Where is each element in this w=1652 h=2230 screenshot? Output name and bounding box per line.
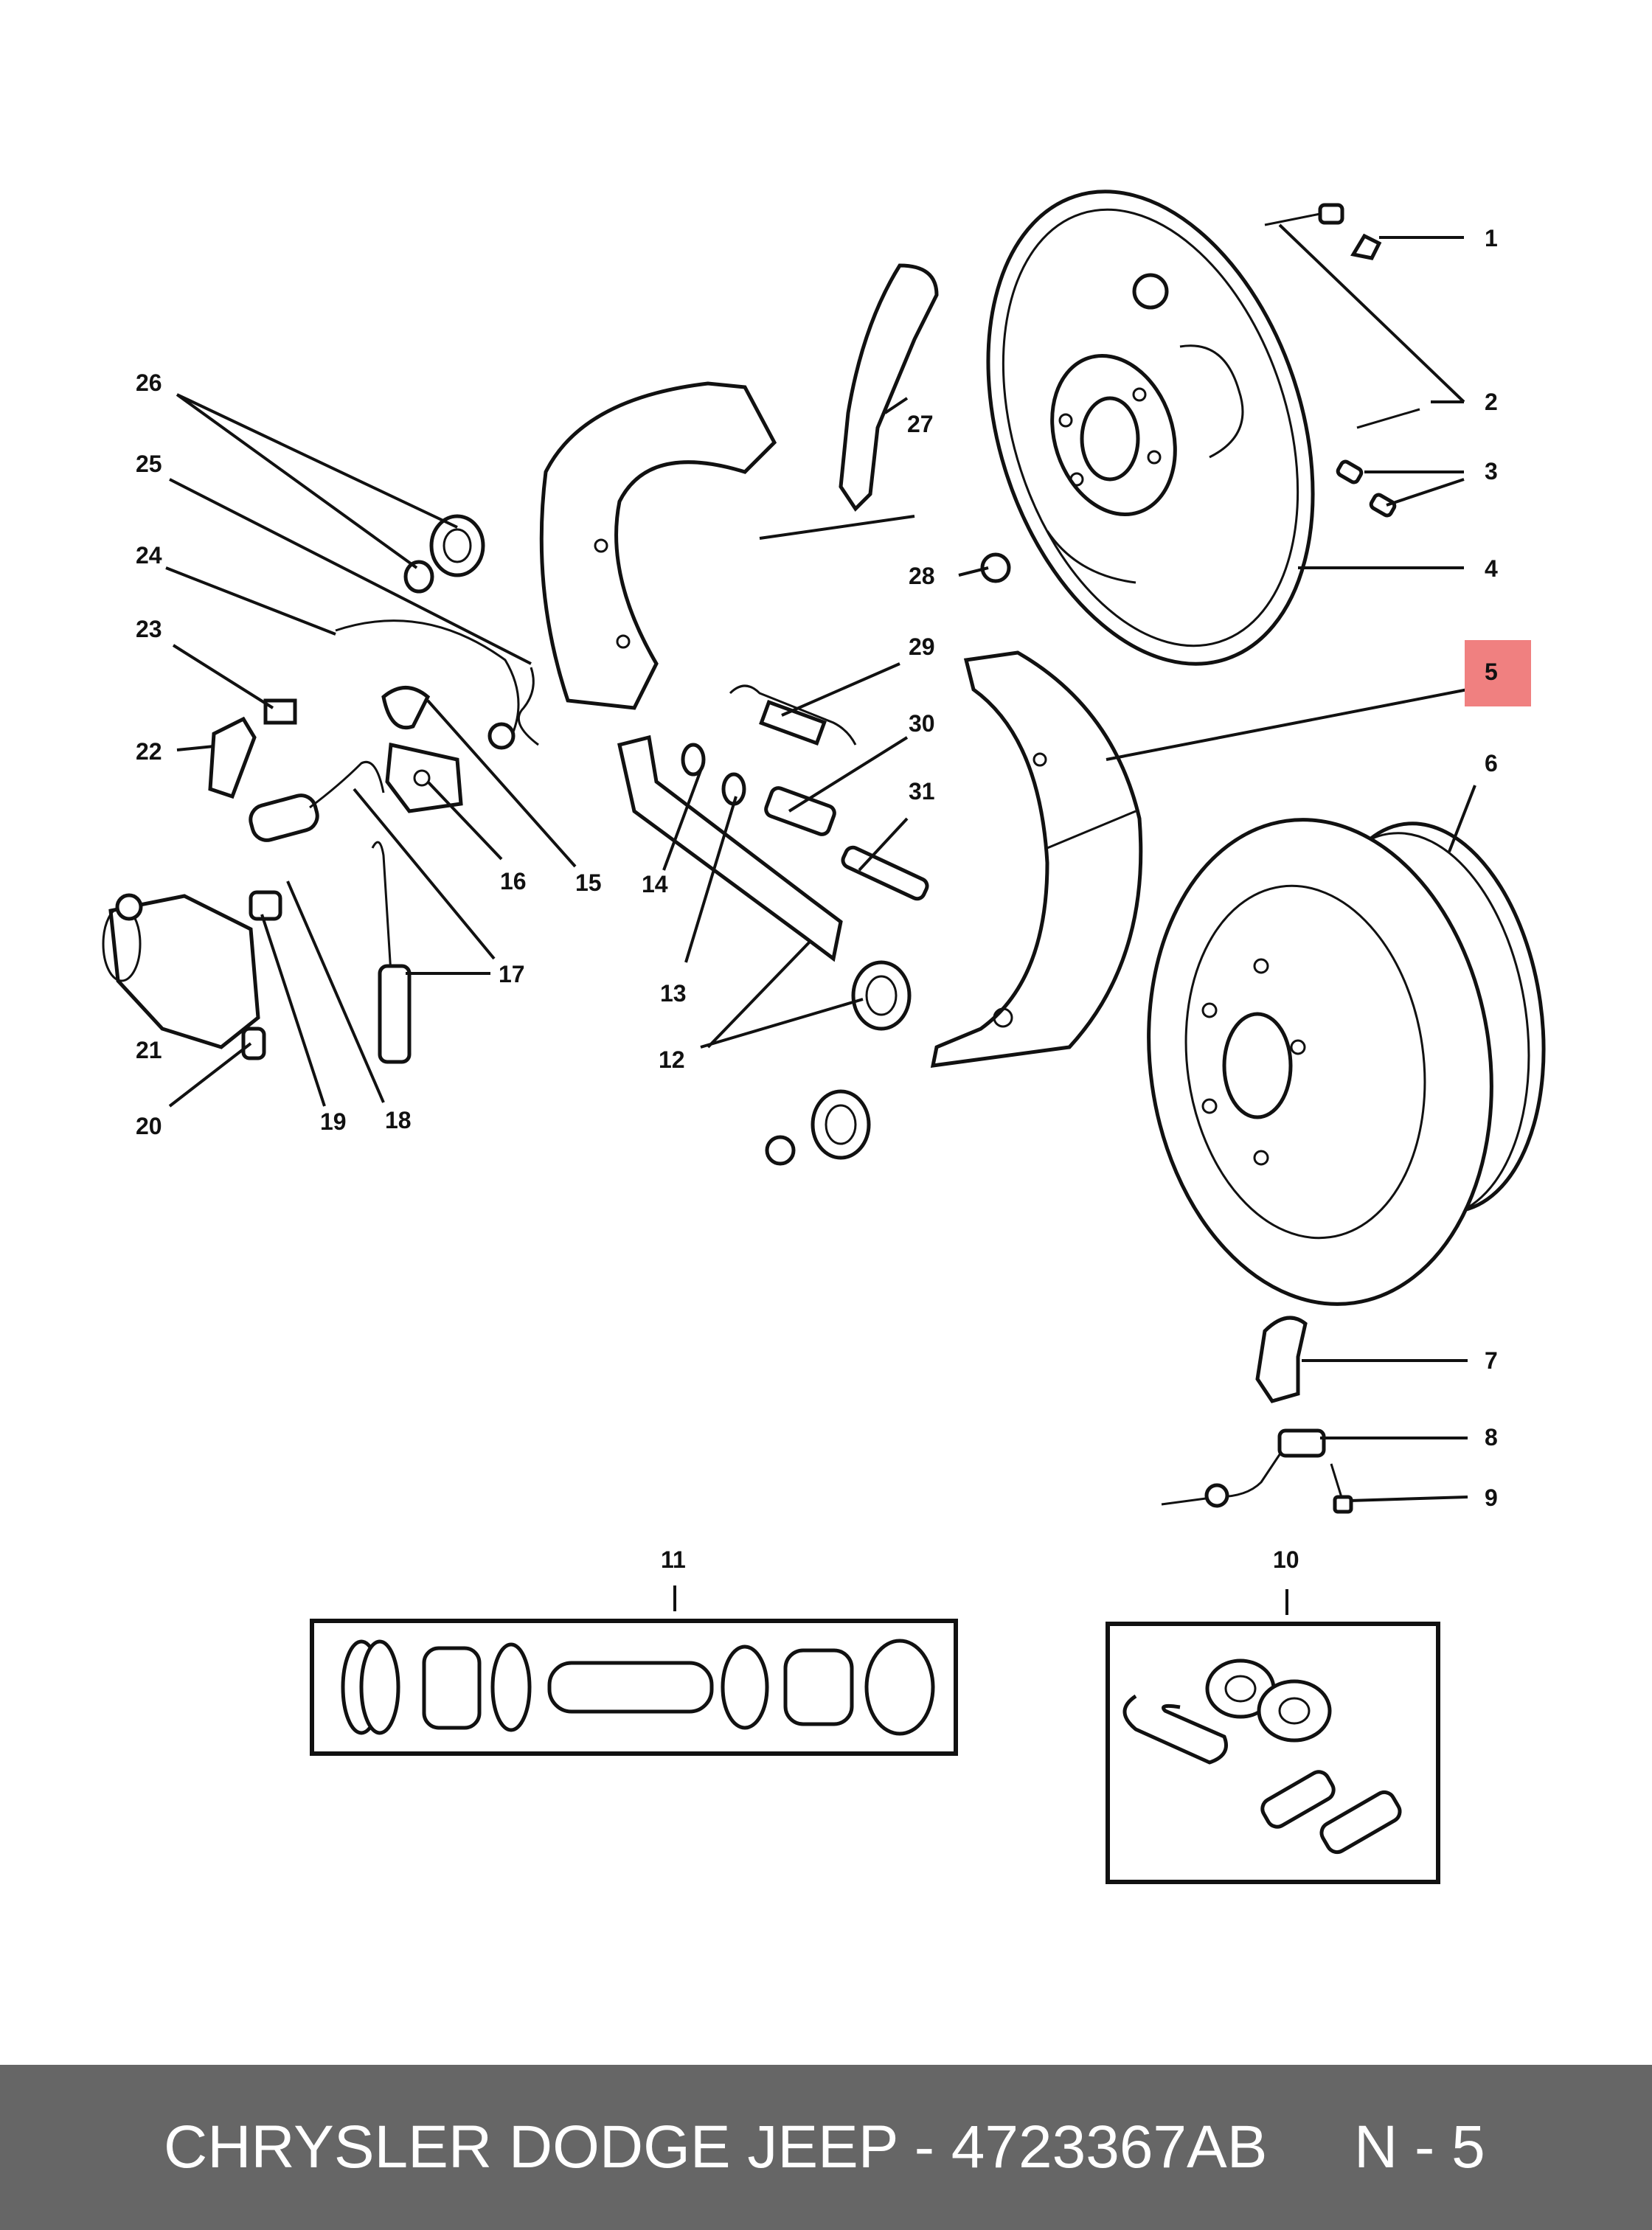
boot-part — [249, 890, 282, 921]
bleeder-part — [241, 1027, 266, 1060]
page-indicator: N - 5 — [1354, 2113, 1485, 2181]
callout-9: 9 — [1485, 1484, 1498, 1511]
spring-cup-part — [403, 514, 485, 594]
strut-part — [617, 734, 843, 962]
callout-10: 10 — [1273, 1546, 1299, 1573]
wheel-cylinder-part — [102, 893, 260, 1049]
callout-27: 27 — [907, 411, 934, 437]
callout-1: 1 — [1485, 225, 1498, 251]
callout-7: 7 — [1485, 1347, 1498, 1374]
callout-12: 12 — [659, 1046, 685, 1073]
adjuster-lever-part — [839, 263, 939, 512]
callout-29: 29 — [909, 633, 935, 660]
footer-bar — [0, 2065, 1652, 2230]
callout-23: 23 — [136, 616, 162, 642]
kit-box-10 — [1106, 1622, 1440, 1884]
callout-21: 21 — [136, 1037, 162, 1063]
callout-5-highlight — [1465, 640, 1531, 706]
lever-part — [381, 686, 431, 729]
hold-down-spring-part — [765, 960, 912, 1166]
callout-25: 25 — [136, 451, 162, 477]
callout-24: 24 — [136, 542, 162, 569]
pin-washer-part — [681, 743, 746, 806]
callout-labels: 1 2 3 4 5 6 7 8 9 10 11 12 13 14 15 16 1… — [136, 225, 1531, 1573]
callout-28: 28 — [909, 563, 935, 589]
callout-3: 3 — [1485, 458, 1498, 484]
callout-4: 4 — [1485, 555, 1498, 582]
bracket-part — [1255, 1316, 1308, 1403]
callout-31: 31 — [909, 778, 935, 805]
callout-14: 14 — [642, 871, 668, 897]
callout-6: 6 — [1485, 750, 1498, 777]
callout-22: 22 — [136, 738, 162, 765]
fastener-parts — [1264, 203, 1420, 518]
parking-brake-cable-part — [263, 619, 520, 750]
bolt-part — [1330, 1463, 1353, 1514]
callout-20: 20 — [136, 1113, 162, 1139]
callout-11: 11 — [661, 1546, 686, 1573]
callout-18: 18 — [385, 1107, 412, 1133]
brake-shoe-left-part — [539, 381, 777, 710]
callout-15: 15 — [575, 869, 602, 896]
callout-2: 2 — [1485, 389, 1498, 415]
pivot-nut-part — [764, 786, 836, 836]
return-spring-part — [249, 761, 412, 1064]
brake-shoe-right-part — [930, 650, 1143, 1068]
brake-drum-part — [1147, 818, 1546, 1306]
callout-30: 30 — [909, 710, 935, 737]
callout-8: 8 — [1485, 1424, 1498, 1451]
sensor-part — [1161, 1428, 1326, 1508]
callout-16: 16 — [500, 868, 527, 895]
leader-lines — [165, 223, 1476, 1615]
part-number-title: CHRYSLER DODGE JEEP - 4723367AB — [164, 2113, 1268, 2181]
hold-down-pin-part — [517, 667, 539, 746]
callout-13: 13 — [660, 980, 687, 1007]
backing-plate-part — [986, 190, 1315, 666]
adjuster-spring-part — [729, 684, 857, 746]
callout-5: 5 — [1485, 659, 1498, 685]
adjuster-screw-part — [841, 845, 929, 901]
callout-19: 19 — [320, 1108, 347, 1135]
clip-part — [208, 716, 257, 799]
plate-part — [385, 742, 463, 813]
callout-26: 26 — [136, 369, 162, 396]
kit-box-11 — [310, 1619, 958, 1756]
brake-assembly-diagram: 1 2 3 4 5 6 7 8 9 10 11 12 13 14 15 16 1… — [102, 190, 1546, 1884]
callout-17: 17 — [499, 961, 525, 987]
